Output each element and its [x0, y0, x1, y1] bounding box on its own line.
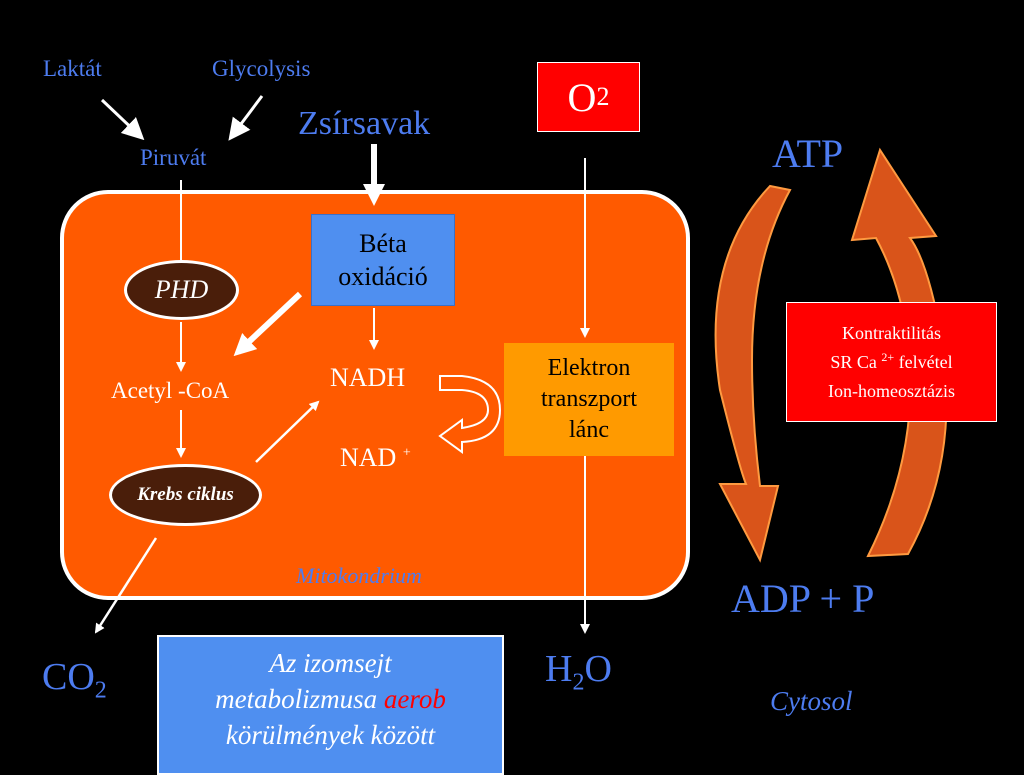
caption-line2: metabolizmusa aerob	[159, 681, 502, 717]
co2-label: CO2	[42, 655, 107, 703]
phd-label: PHD	[154, 275, 209, 304]
nad-label: NAD +	[340, 443, 411, 473]
krebs-oval: Krebs ciklus	[109, 464, 262, 526]
beta-acetyl-arrow	[233, 291, 303, 357]
krebs-nadh-arrow	[255, 400, 320, 463]
caption-box: Az izomsejt metabolizmusa aerob körülmén…	[157, 635, 504, 775]
laktat-label: Laktát	[43, 56, 102, 81]
atp-label: ATP	[772, 131, 844, 176]
beta-line2: oxidáció	[338, 262, 428, 291]
beta-line1: Béta	[359, 229, 407, 258]
function-line2: SR Ca 2+ felvétel	[787, 349, 996, 373]
beta-oxidation-box: Béta oxidáció	[311, 214, 455, 306]
h2o-subscript: 2	[572, 669, 585, 696]
glycolysis-label: Glycolysis	[212, 56, 311, 81]
function-line3: Ion-homeosztázis	[828, 380, 955, 401]
o2-base: O	[567, 74, 597, 120]
caption-line1: Az izomsejt	[269, 648, 392, 678]
nadh-nad-arrow	[438, 375, 502, 454]
etc-line3: lánc	[569, 417, 609, 443]
function-line2-sup: 2+	[881, 349, 895, 364]
caption-line3: körülmények között	[225, 720, 436, 750]
electron-transport-box: Elektron transzport lánc	[504, 343, 674, 456]
function-box: Kontraktilitás SR Ca 2+ felvétel Ion-hom…	[786, 302, 997, 422]
caption-line2-pre: metabolizmusa	[215, 684, 384, 714]
phd-oval: PHD	[124, 260, 239, 320]
h2o-label: H2O	[545, 647, 612, 695]
co2-arrow	[94, 537, 158, 634]
nad-base: NAD	[340, 443, 397, 472]
function-line2-pre: SR Ca	[830, 351, 877, 372]
co2-subscript: 2	[94, 677, 107, 704]
h2o-o: O	[584, 648, 612, 690]
glycolysis-arrow	[228, 95, 264, 141]
mitokondrium-label: Mitokondrium	[296, 563, 422, 588]
function-line2-post: felvétel	[894, 351, 953, 372]
zsirsavak-label: Zsírsavak	[298, 105, 431, 142]
atp-to-adp-arrow	[714, 184, 792, 563]
nadh-label: NADH	[330, 363, 406, 392]
caption-highlight: aerob	[383, 684, 446, 714]
cytosol-label: Cytosol	[770, 686, 853, 716]
h2o-h: H	[545, 648, 573, 690]
nad-superscript: +	[402, 445, 411, 461]
piruvat-label: Piruvát	[140, 145, 207, 170]
function-line1: Kontraktilitás	[842, 322, 941, 343]
krebs-label: Krebs ciklus	[137, 484, 234, 505]
co2-base: CO	[42, 656, 95, 698]
laktat-arrow	[100, 98, 145, 141]
etc-line2: transzport	[541, 386, 637, 412]
acetyl-coa-label: Acetyl -CoA	[111, 378, 230, 403]
etc-line1: Elektron	[547, 355, 631, 381]
adp-label: ADP + P	[731, 576, 875, 621]
